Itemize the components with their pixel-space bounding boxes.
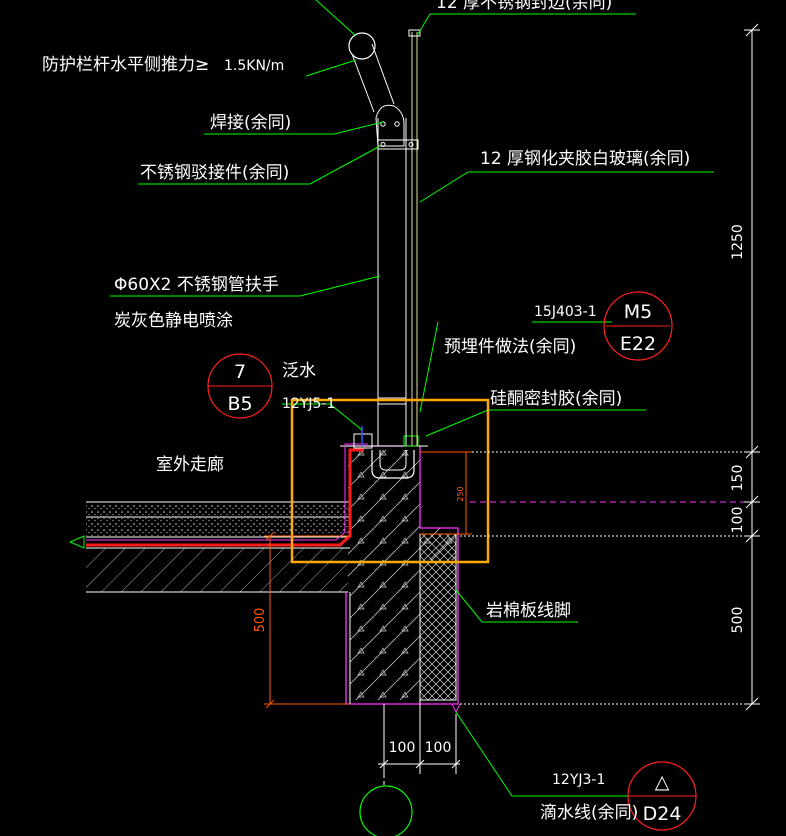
corridor-label: 室外走廊 <box>156 455 224 475</box>
dim-inner-250: 250 <box>456 486 465 501</box>
flashing-label: 泛水 <box>282 361 316 381</box>
handrail-tube <box>348 32 419 150</box>
bubble-d24 <box>627 761 697 831</box>
bubble-d24-top: △ <box>655 771 670 793</box>
weld-label: 焊接(余同) <box>210 113 291 133</box>
connector-label: 不锈钢驳接件(余同) <box>140 163 289 183</box>
glass-label: 12 厚钢化夹胶白玻璃(余同) <box>480 149 690 169</box>
handrail-post <box>377 118 407 446</box>
bubble-b5-bottom: B5 <box>227 393 252 415</box>
force-value-label: 1.5KN/m <box>224 58 284 74</box>
leader-lines <box>110 0 714 797</box>
dim-100: 100 <box>730 507 746 534</box>
dim-500: 500 <box>730 607 746 634</box>
dim-150: 150 <box>730 465 746 492</box>
drip-label: 滴水线(余同) <box>540 803 638 823</box>
glass-panel <box>408 29 421 446</box>
bottom-dimension <box>378 704 461 788</box>
orange-dimensions <box>264 451 472 709</box>
force-label: 防护栏杆水平侧推力≥ <box>42 55 209 75</box>
coating-label: 炭灰色静电喷涂 <box>114 311 233 331</box>
embed-label: 预埋件做法(余同) <box>444 337 576 357</box>
base-channel <box>353 426 419 479</box>
concrete-upstand <box>340 445 461 714</box>
bubble-d24-bottom: D24 <box>643 803 682 825</box>
floor-slab <box>68 501 350 593</box>
dim-bottom-100-right: 100 <box>425 740 452 756</box>
dim-1250: 1250 <box>730 224 746 260</box>
rockwool-label: 岩棉板线脚 <box>486 601 571 621</box>
sealant-label: 硅酮密封胶(余同) <box>490 389 622 409</box>
bubble-m5-top: M5 <box>624 301 652 323</box>
bubble-b5-top: 7 <box>234 361 246 383</box>
flashing-ref-label: 12YJ5-1 <box>282 396 335 412</box>
top-cut-label: 12 厚不锈钢封边(余同) <box>436 0 612 13</box>
bubble-b5 <box>207 353 273 419</box>
dim-bottom-100-left: 100 <box>389 740 416 756</box>
embed-ref-label: 15J403-1 <box>534 304 597 320</box>
bubble-m5-bottom: E22 <box>620 333 656 355</box>
axis-bubble <box>359 785 413 836</box>
dim-left-500: 500 <box>253 608 268 633</box>
drip-ref-label: 12YJ3-1 <box>552 772 605 788</box>
handrail-label: Φ60X2 不锈钢管扶手 <box>114 275 279 295</box>
bubble-m5 <box>603 291 673 361</box>
right-dimension-chain <box>456 23 760 711</box>
highlight-box <box>290 398 490 564</box>
